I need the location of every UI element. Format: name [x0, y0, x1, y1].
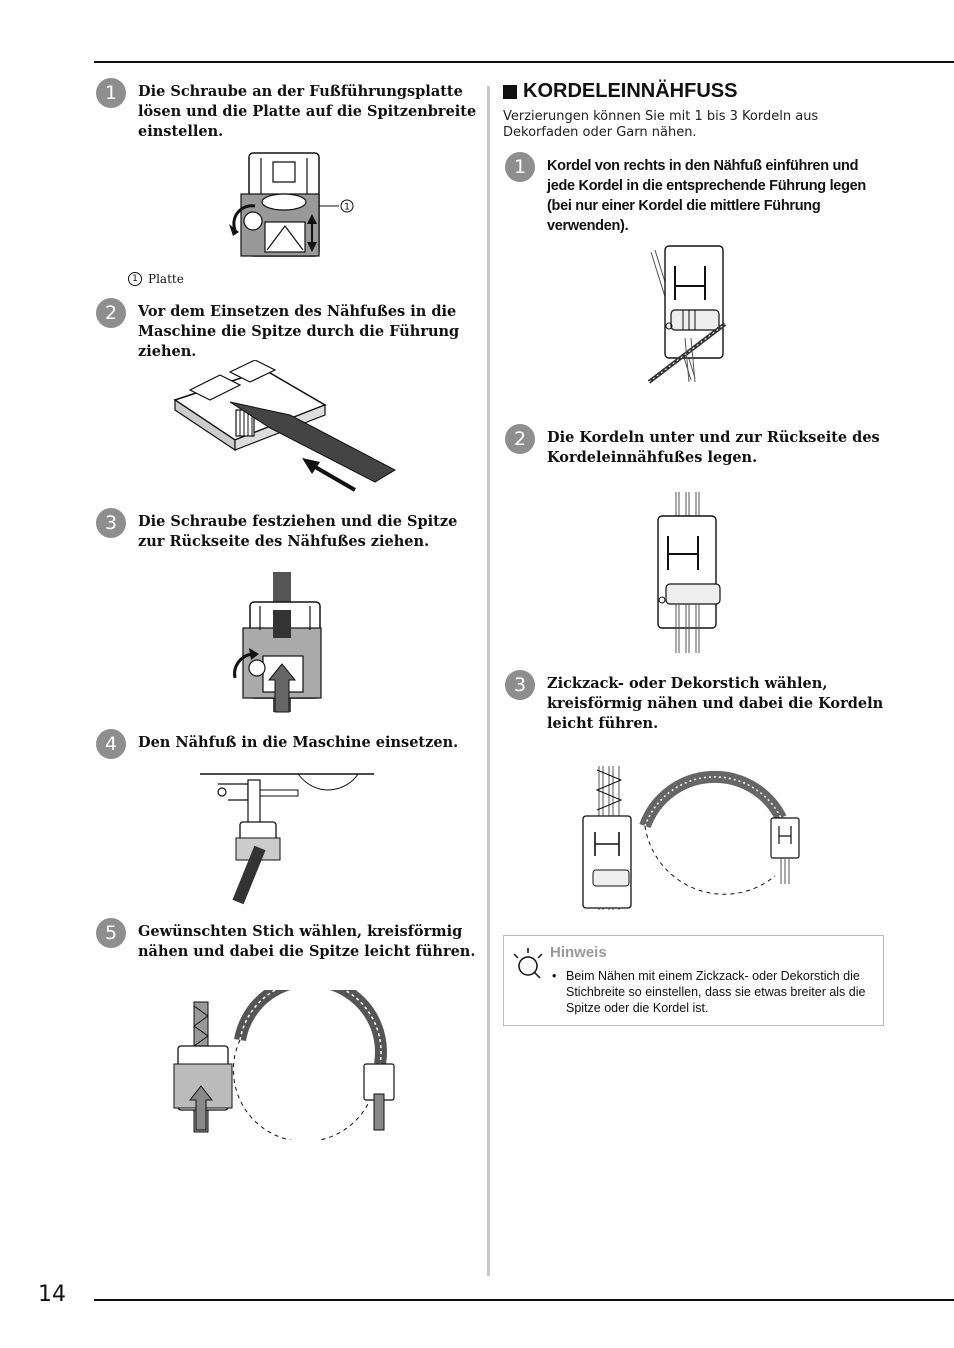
step-2-left: 2 Vor dem Einsetzen des Nähfußes in die … — [96, 298, 481, 362]
step-badge: 4 — [96, 729, 126, 759]
cords-under-foot-illustration — [657, 492, 721, 653]
step-2-right: 2 Die Kordeln unter und zur Rückseite de… — [505, 424, 885, 468]
caption-number: 1 — [128, 272, 142, 286]
step-badge: 3 — [505, 670, 535, 700]
step-badge: 3 — [96, 508, 126, 538]
note-title: Hinweis — [550, 944, 607, 961]
step-text: Zickzack- oder Dekorstich wählen, kreisf… — [547, 675, 884, 732]
section-title-text: KORDELEINNÄHFUSS — [523, 80, 738, 102]
step-5-left: 5 Gewünschten Stich wählen, kreisförmig … — [96, 918, 481, 962]
step-text: Vor dem Einsetzen des Nähfußes in die Ma… — [138, 303, 460, 360]
step-text: Kordel von rechts in den Nähfuß einführe… — [547, 158, 866, 234]
machine-foot-illustration — [200, 773, 374, 905]
step-badge: 2 — [96, 298, 126, 328]
bottom-rule — [94, 1299, 954, 1301]
circular-cord-stitch-illustration — [582, 766, 800, 910]
section-intro: Verzierungen können Sie mit 1 bis 3 Kord… — [503, 109, 819, 140]
callout-number: 1 — [344, 203, 350, 213]
step-text: Den Nähfuß in die Maschine einsetzen. — [138, 734, 459, 751]
step-badge: 1 — [96, 78, 126, 108]
lightbulb-hint-icon — [513, 948, 543, 979]
step-3-left: 3 Die Schraube festziehen und die Spitze… — [96, 508, 481, 552]
step-4-left: 4 Den Nähfuß in die Maschine einsetzen. — [96, 729, 481, 759]
step-badge: 2 — [505, 424, 535, 454]
step-text: Die Kordeln unter und zur Rückseite des … — [547, 429, 880, 466]
step-text: Die Schraube an der Fußführungsplatte lö… — [138, 83, 477, 140]
step-badge: 5 — [96, 918, 126, 948]
section-title: KORDELEINNÄHFUSS — [503, 80, 737, 103]
cord-insert-illustration — [647, 245, 727, 384]
square-bullet-icon — [503, 84, 517, 99]
step-badge: 1 — [505, 152, 535, 182]
plate-adjust-illustration: 1 — [229, 152, 354, 257]
step-text: Die Schraube festziehen und die Spitze z… — [138, 513, 458, 550]
lace-through-guide-illustration — [173, 360, 397, 492]
step-text: Gewünschten Stich wählen, kreisförmig nä… — [138, 923, 476, 960]
note-body: • Beim Nähen mit einem Zickzack- oder De… — [552, 968, 874, 1016]
page-number: 14 — [38, 1282, 66, 1307]
step-1-left: 1 Die Schraube an der Fußführungsplatte … — [96, 78, 481, 142]
caption-text: Platte — [148, 272, 184, 286]
screw-tighten-illustration — [233, 572, 322, 713]
top-rule — [94, 61, 954, 63]
circular-lace-stitch-illustration — [173, 990, 395, 1140]
column-divider — [487, 86, 490, 1276]
step-3-right: 3 Zickzack- oder Dekorstich wählen, krei… — [505, 670, 885, 734]
note-text: Beim Nähen mit einem Zickzack- oder Deko… — [566, 969, 866, 1015]
step-1-right: 1 Kordel von rechts in den Nähfuß einfüh… — [505, 152, 885, 236]
note-box: Hinweis • Beim Nähen mit einem Zickzack-… — [503, 935, 884, 1026]
figure-caption: 1 Platte — [128, 272, 184, 286]
note-bullet: • — [552, 969, 557, 983]
